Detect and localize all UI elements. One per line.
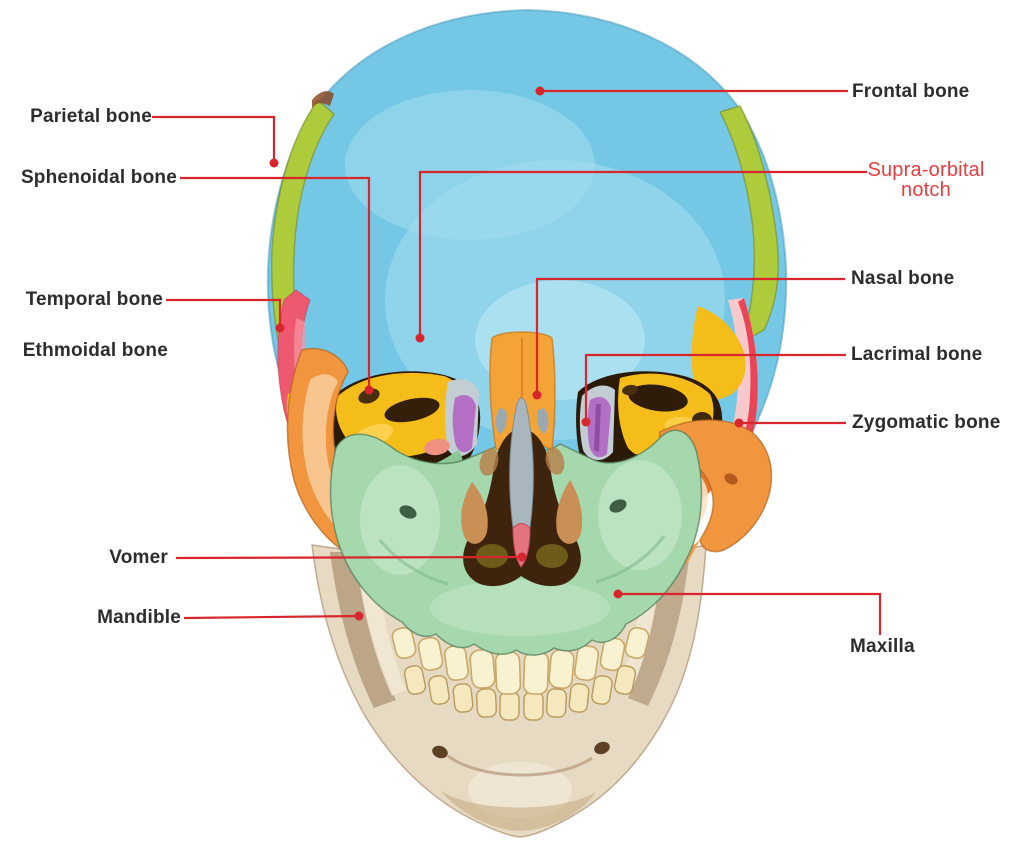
leader-dots (269, 86, 744, 621)
infraorbital-foramen-right (609, 499, 627, 513)
chin-shading (440, 790, 596, 831)
maxilla-crease (378, 539, 449, 586)
label-sphenoidal-bone: Sphenoidal bone (20, 167, 177, 188)
leader-mandible (183, 614, 360, 620)
leader-dot (269, 158, 279, 168)
label-zygomatic-bone: Zygomatic bone (852, 412, 1001, 433)
leader-dot (734, 418, 744, 428)
tooth (391, 626, 417, 660)
chin-contour (447, 754, 593, 777)
label-temporal-bone: Temporal bone (25, 289, 163, 310)
superior-orbital-fissure-right (628, 384, 688, 412)
tooth (568, 683, 590, 713)
mental-foramen-left (432, 745, 448, 759)
label-nasal-bone: Nasal bone (851, 268, 955, 289)
maxilla-highlight (598, 460, 682, 570)
tooth (452, 683, 474, 713)
zygomatic-highlight-left (302, 374, 356, 540)
nasal-concha-upper-left (479, 448, 499, 476)
chin-highlight (468, 762, 572, 818)
tooth (417, 636, 444, 672)
label-vomer: Vomer (109, 547, 168, 568)
label-lacrimal-bone: Lacrimal bone (851, 344, 983, 365)
tooth (443, 644, 470, 681)
label-frontal-bone: Frontal bone (852, 81, 970, 102)
label-mandible: Mandible (97, 607, 181, 628)
leader-dot (581, 417, 591, 427)
label-maxilla: Maxilla (850, 636, 915, 657)
nasal-concha-upper-right (545, 447, 565, 475)
leader-dot (364, 385, 374, 395)
leader-sphenoidal (180, 176, 371, 390)
parietal-edge-sliver (312, 91, 334, 108)
orbital-salmon-accent (424, 438, 450, 456)
mandible-ramus-shade-left (330, 552, 396, 708)
tooth (523, 691, 544, 721)
nasal-cavity-region (461, 397, 583, 587)
tooth (494, 651, 522, 695)
mandible-ramus-shade-right (628, 548, 690, 706)
mental-foramen-right (594, 741, 610, 755)
leader-lacrimal (584, 353, 846, 422)
tooth (475, 688, 498, 718)
leader-dot (532, 390, 542, 400)
tooth (573, 645, 600, 682)
tooth (499, 691, 520, 721)
tooth (522, 651, 550, 695)
infraorbital-foramen-left (399, 505, 417, 519)
nasal-spine-curl-left (495, 408, 507, 434)
leader-vomer (175, 555, 523, 560)
orbital-foramen-right (622, 384, 638, 396)
tooth (403, 665, 427, 695)
leader-dot (354, 611, 364, 621)
frontal-highlight (345, 90, 595, 240)
leader-nasal (535, 277, 845, 395)
orbital-foramen-left (358, 388, 380, 404)
lacrimal-shade-right (594, 404, 601, 452)
nasal-concha-right (556, 480, 583, 544)
zygomatic-foramen-right (724, 473, 738, 485)
label-parietal-bone: Parietal bone (30, 106, 152, 127)
label-ethmoidal-bone: Ethmoidal bone (22, 340, 168, 361)
leader-parietal (152, 115, 276, 163)
tooth (469, 648, 496, 689)
leader-lines (152, 89, 882, 635)
tooth (591, 675, 613, 705)
superior-orbital-fissure-left (384, 397, 440, 423)
maxilla-crease (595, 535, 666, 584)
tooth (545, 688, 568, 718)
lower-teeth (403, 665, 637, 721)
sphenoid-greater-wing-right (691, 306, 746, 401)
nasal-floor-shadow (536, 544, 568, 568)
leader-temporal (166, 298, 282, 328)
leader-dot (517, 552, 527, 562)
leader-maxilla (618, 592, 882, 635)
leader-dot (535, 86, 545, 96)
nasal-spine-curl-right (537, 408, 549, 434)
tooth (599, 636, 626, 672)
tooth (624, 626, 650, 660)
frontal-bone-region (266, 8, 788, 478)
leader-dot (415, 333, 425, 343)
label-supra-orbital-notch: Supra-orbital notch (867, 159, 985, 201)
leader-supraorbital (418, 170, 867, 338)
maxilla-highlight (360, 465, 440, 575)
tooth (613, 665, 637, 695)
maxilla-highlight (430, 580, 610, 636)
tooth (428, 675, 450, 705)
leader-dot (275, 323, 285, 333)
leader-dot (613, 589, 623, 599)
lacrimal-bone-left (452, 394, 476, 453)
nasal-concha-left (461, 482, 488, 544)
tooth (548, 649, 575, 690)
